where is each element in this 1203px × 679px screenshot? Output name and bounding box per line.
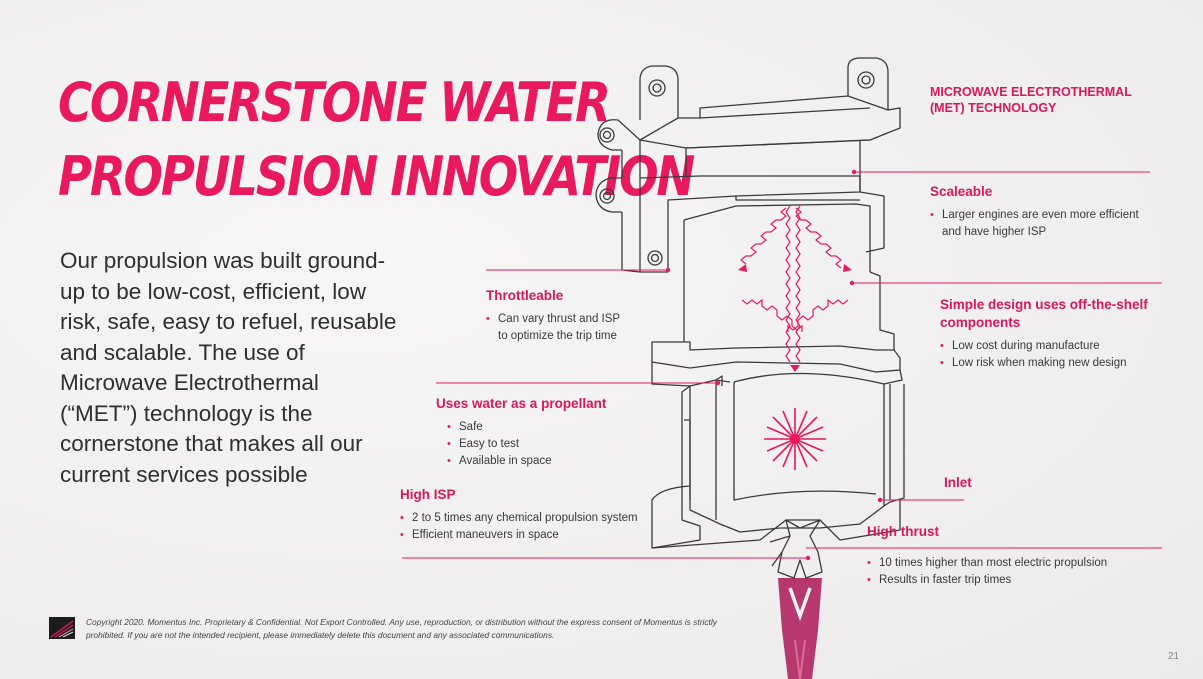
bullet-item: Low risk when making new design [940,355,1170,372]
bullet-item: Easy to test [447,436,656,453]
bullet-item: Low cost during manufacture [940,338,1170,355]
bullet-item: Available in space [447,453,656,470]
feature-title: Inlet [944,475,972,490]
exhaust-plume [778,578,822,679]
leader-lines [402,171,1162,559]
bullet-item: 2 to 5 times any chemical propulsion sys… [400,510,660,527]
met-heading: MICROWAVE ELECTROTHERMAL (MET) TECHNOLOG… [930,85,1132,115]
mount-ear-right [847,57,889,110]
feature-title: High ISP [400,487,456,502]
bullet-item: 10 times higher than most electric propu… [867,555,1157,572]
feature-title: Scaleable [930,184,993,199]
feature-scaleable: Scaleable Larger engines are even more e… [930,183,1170,241]
feature-throttleable: Throttleable Can vary thrust and ISP to … [486,287,656,345]
slide-title-line: CORNERSTONE WATER [58,71,611,134]
nozzle [777,519,823,579]
momentus-logo-icon [49,617,75,639]
met-heading-block: MICROWAVE ELECTROTHERMAL (MET) TECHNOLOG… [930,84,1160,116]
feature-bullets: Low cost during manufacture Low risk whe… [940,338,1170,372]
intro-paragraph: Our propulsion was built ground-up to be… [60,248,397,487]
bullet-item: Efficient maneuvers in space [400,527,660,544]
feature-high-thrust: High thrust 10 times higher than most el… [867,523,1157,589]
bullet-item: Safe [447,419,656,436]
feature-bullets: Safe Easy to test Available in space [447,419,656,470]
bullet-item: Results in faster trip times [867,572,1157,589]
feature-title: Uses water as a propellant [436,396,607,411]
bullet-item: Can vary thrust and ISP [486,311,656,328]
feature-bullets: Can vary thrust and ISP to optimize the … [486,311,656,345]
engine-outline [595,57,905,579]
copyright-notice: Copyright 2020. Momentus Inc. Proprietar… [86,617,717,640]
page-number: 21 [1168,651,1180,662]
feature-inlet: Inlet [944,474,1024,492]
slide-title-line: PROPULSION INNOVATION [58,145,695,208]
bullet-item: Larger engines are even more efficient [930,207,1170,224]
feature-high-isp: High ISP 2 to 5 times any chemical propu… [400,486,660,544]
feature-simple-design: Simple design uses off-the-shelf compone… [940,296,1170,372]
bullet-continuation: and have higher ISP [942,226,1047,238]
slide-title: CORNERSTONE WATER PROPULSION INNOVATION [58,66,695,214]
feature-water-propellant: Uses water as a propellant Safe Easy to … [436,395,656,470]
feature-title: Throttleable [486,288,564,303]
feature-title: Simple design uses off-the-shelf compone… [940,297,1148,330]
bullet-continuation: to optimize the trip time [498,330,617,342]
mount-ear-left [639,65,679,120]
feature-bullets: Larger engines are even more efficient a… [930,207,1170,241]
feature-bullets: 10 times higher than most electric propu… [867,555,1157,589]
leader-dots [665,169,883,561]
feature-title: High thrust [867,524,939,539]
feature-bullets: 2 to 5 times any chemical propulsion sys… [400,510,660,544]
microwave-zigzags [740,205,849,363]
arrow-heads [738,264,852,372]
